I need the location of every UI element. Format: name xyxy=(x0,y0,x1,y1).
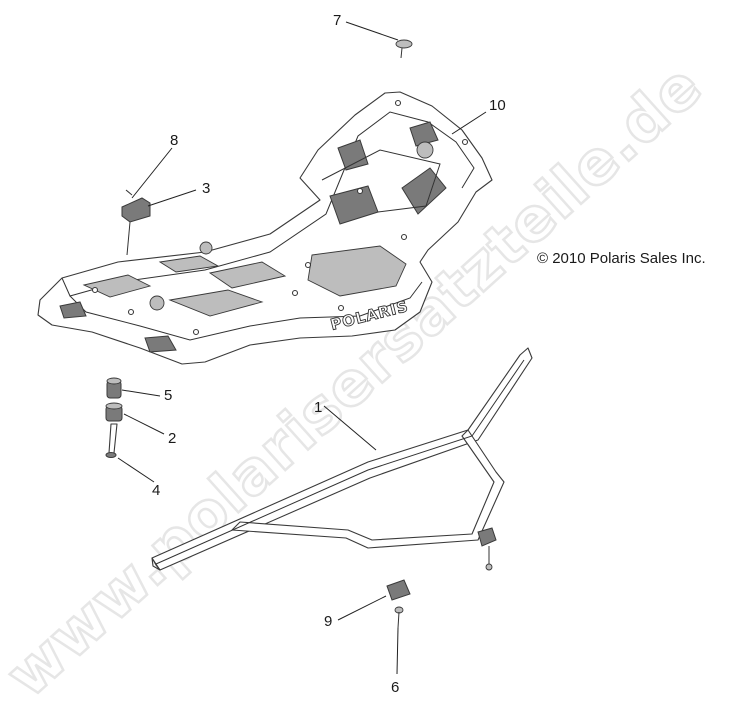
rubber-bumper xyxy=(106,377,122,399)
callout-1: 1 xyxy=(314,399,322,416)
bolt-bottom xyxy=(394,606,404,629)
bracket-clip xyxy=(121,197,151,256)
callout-6: 6 xyxy=(391,679,399,696)
tube-frame xyxy=(151,347,533,571)
clip-right xyxy=(477,527,497,571)
screw-top xyxy=(395,39,413,59)
callout-2: 2 xyxy=(168,430,176,447)
callout-4: 4 xyxy=(152,482,160,499)
callout-5: 5 xyxy=(164,387,172,404)
callout-7: 7 xyxy=(333,12,341,29)
callout-8: 8 xyxy=(170,132,178,149)
spacer xyxy=(105,402,123,422)
copyright-notice: © 2010 Polaris Sales Inc. xyxy=(537,250,706,267)
callout-9: 9 xyxy=(324,613,332,630)
bolt-washer xyxy=(105,423,118,458)
callout-10: 10 xyxy=(489,97,506,114)
callout-3: 3 xyxy=(202,180,210,197)
clip-left xyxy=(386,579,411,601)
front-rack: POLARIS xyxy=(37,91,493,365)
pin xyxy=(125,189,133,196)
